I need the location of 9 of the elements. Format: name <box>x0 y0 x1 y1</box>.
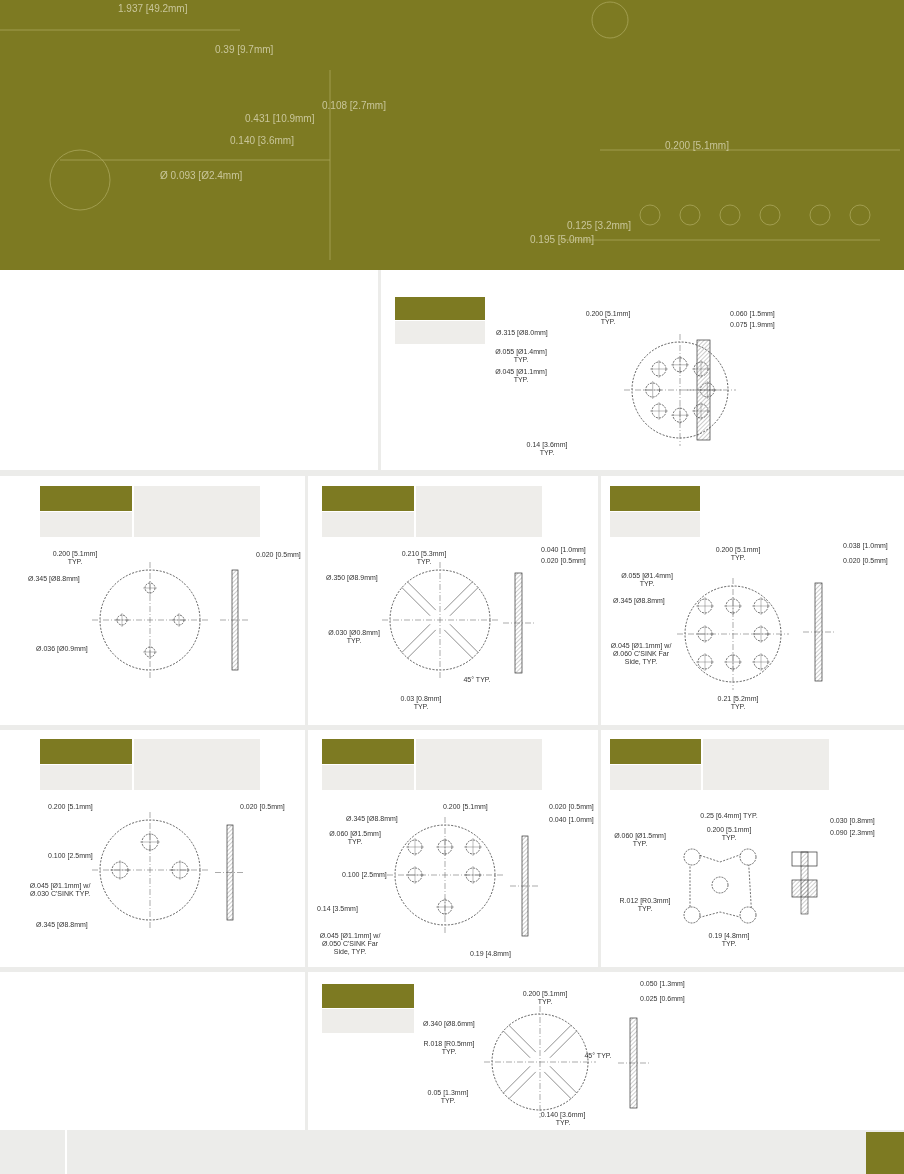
background-dimension-text: 0.195 [5.0mm] <box>530 234 594 245</box>
background-dimension-text: Ø 0.093 [Ø2.4mm] <box>160 170 243 181</box>
background-dimension-text: 0.108 [2.7mm] <box>322 100 386 111</box>
background-dimension-text: 0.200 [5.1mm] <box>665 140 729 151</box>
background-dimension-text: 0.39 [9.7mm] <box>215 44 274 55</box>
background-dimension-text: 0.431 [10.9mm] <box>245 113 315 124</box>
background-dimension-text: 0.140 [3.6mm] <box>230 135 294 146</box>
background-dimension-text: 0.125 [3.2mm] <box>567 220 631 231</box>
background-dimension-text: 1.937 [49.2mm] <box>118 3 188 14</box>
